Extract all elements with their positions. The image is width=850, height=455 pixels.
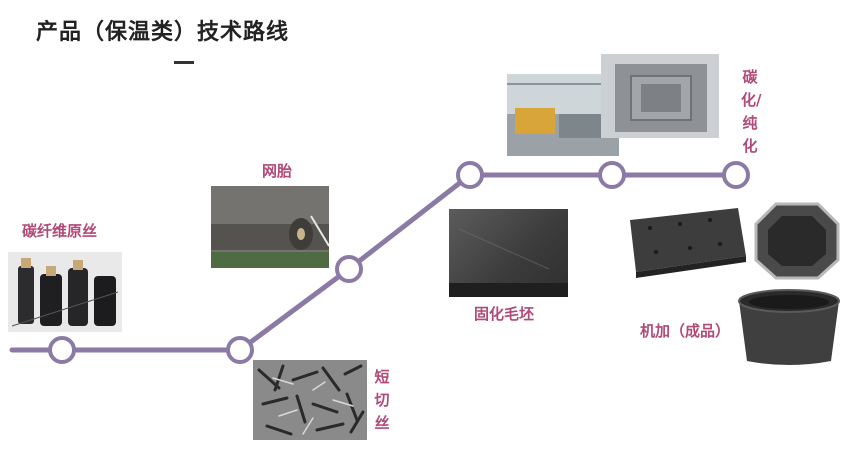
- label-chopped: 短切丝: [374, 368, 390, 432]
- photo-felt-roll: [211, 186, 329, 268]
- photo-carbonization-furnace: [601, 54, 719, 138]
- photo-octagonal-barrel: [754, 200, 840, 280]
- photo-chopped-fiber: [253, 360, 367, 440]
- title-underline: [174, 61, 194, 64]
- label-cured: 固化毛坯: [474, 305, 535, 323]
- label-fiber: 碳纤维原丝: [22, 222, 98, 240]
- route-node-chopped: [226, 336, 254, 364]
- route-node-carbonize: [598, 161, 626, 189]
- photo-crucible: [735, 287, 843, 367]
- route-node-felt: [335, 255, 363, 283]
- route-node-fiber: [48, 336, 76, 364]
- route-node-machined: [722, 161, 750, 189]
- photo-carbon-fiber-spools: [8, 252, 122, 332]
- label-carbonize: 碳化/纯化: [741, 68, 762, 155]
- page-title: 产品（保温类）技术路线: [36, 20, 290, 45]
- photo-cured-blank: [449, 209, 568, 297]
- label-felt: 网胎: [262, 162, 293, 180]
- photo-factory-equipment: [507, 74, 619, 156]
- route-node-cured: [456, 161, 484, 189]
- label-machined: 机加（成品）: [640, 322, 731, 340]
- photo-machined-plate: [620, 198, 748, 280]
